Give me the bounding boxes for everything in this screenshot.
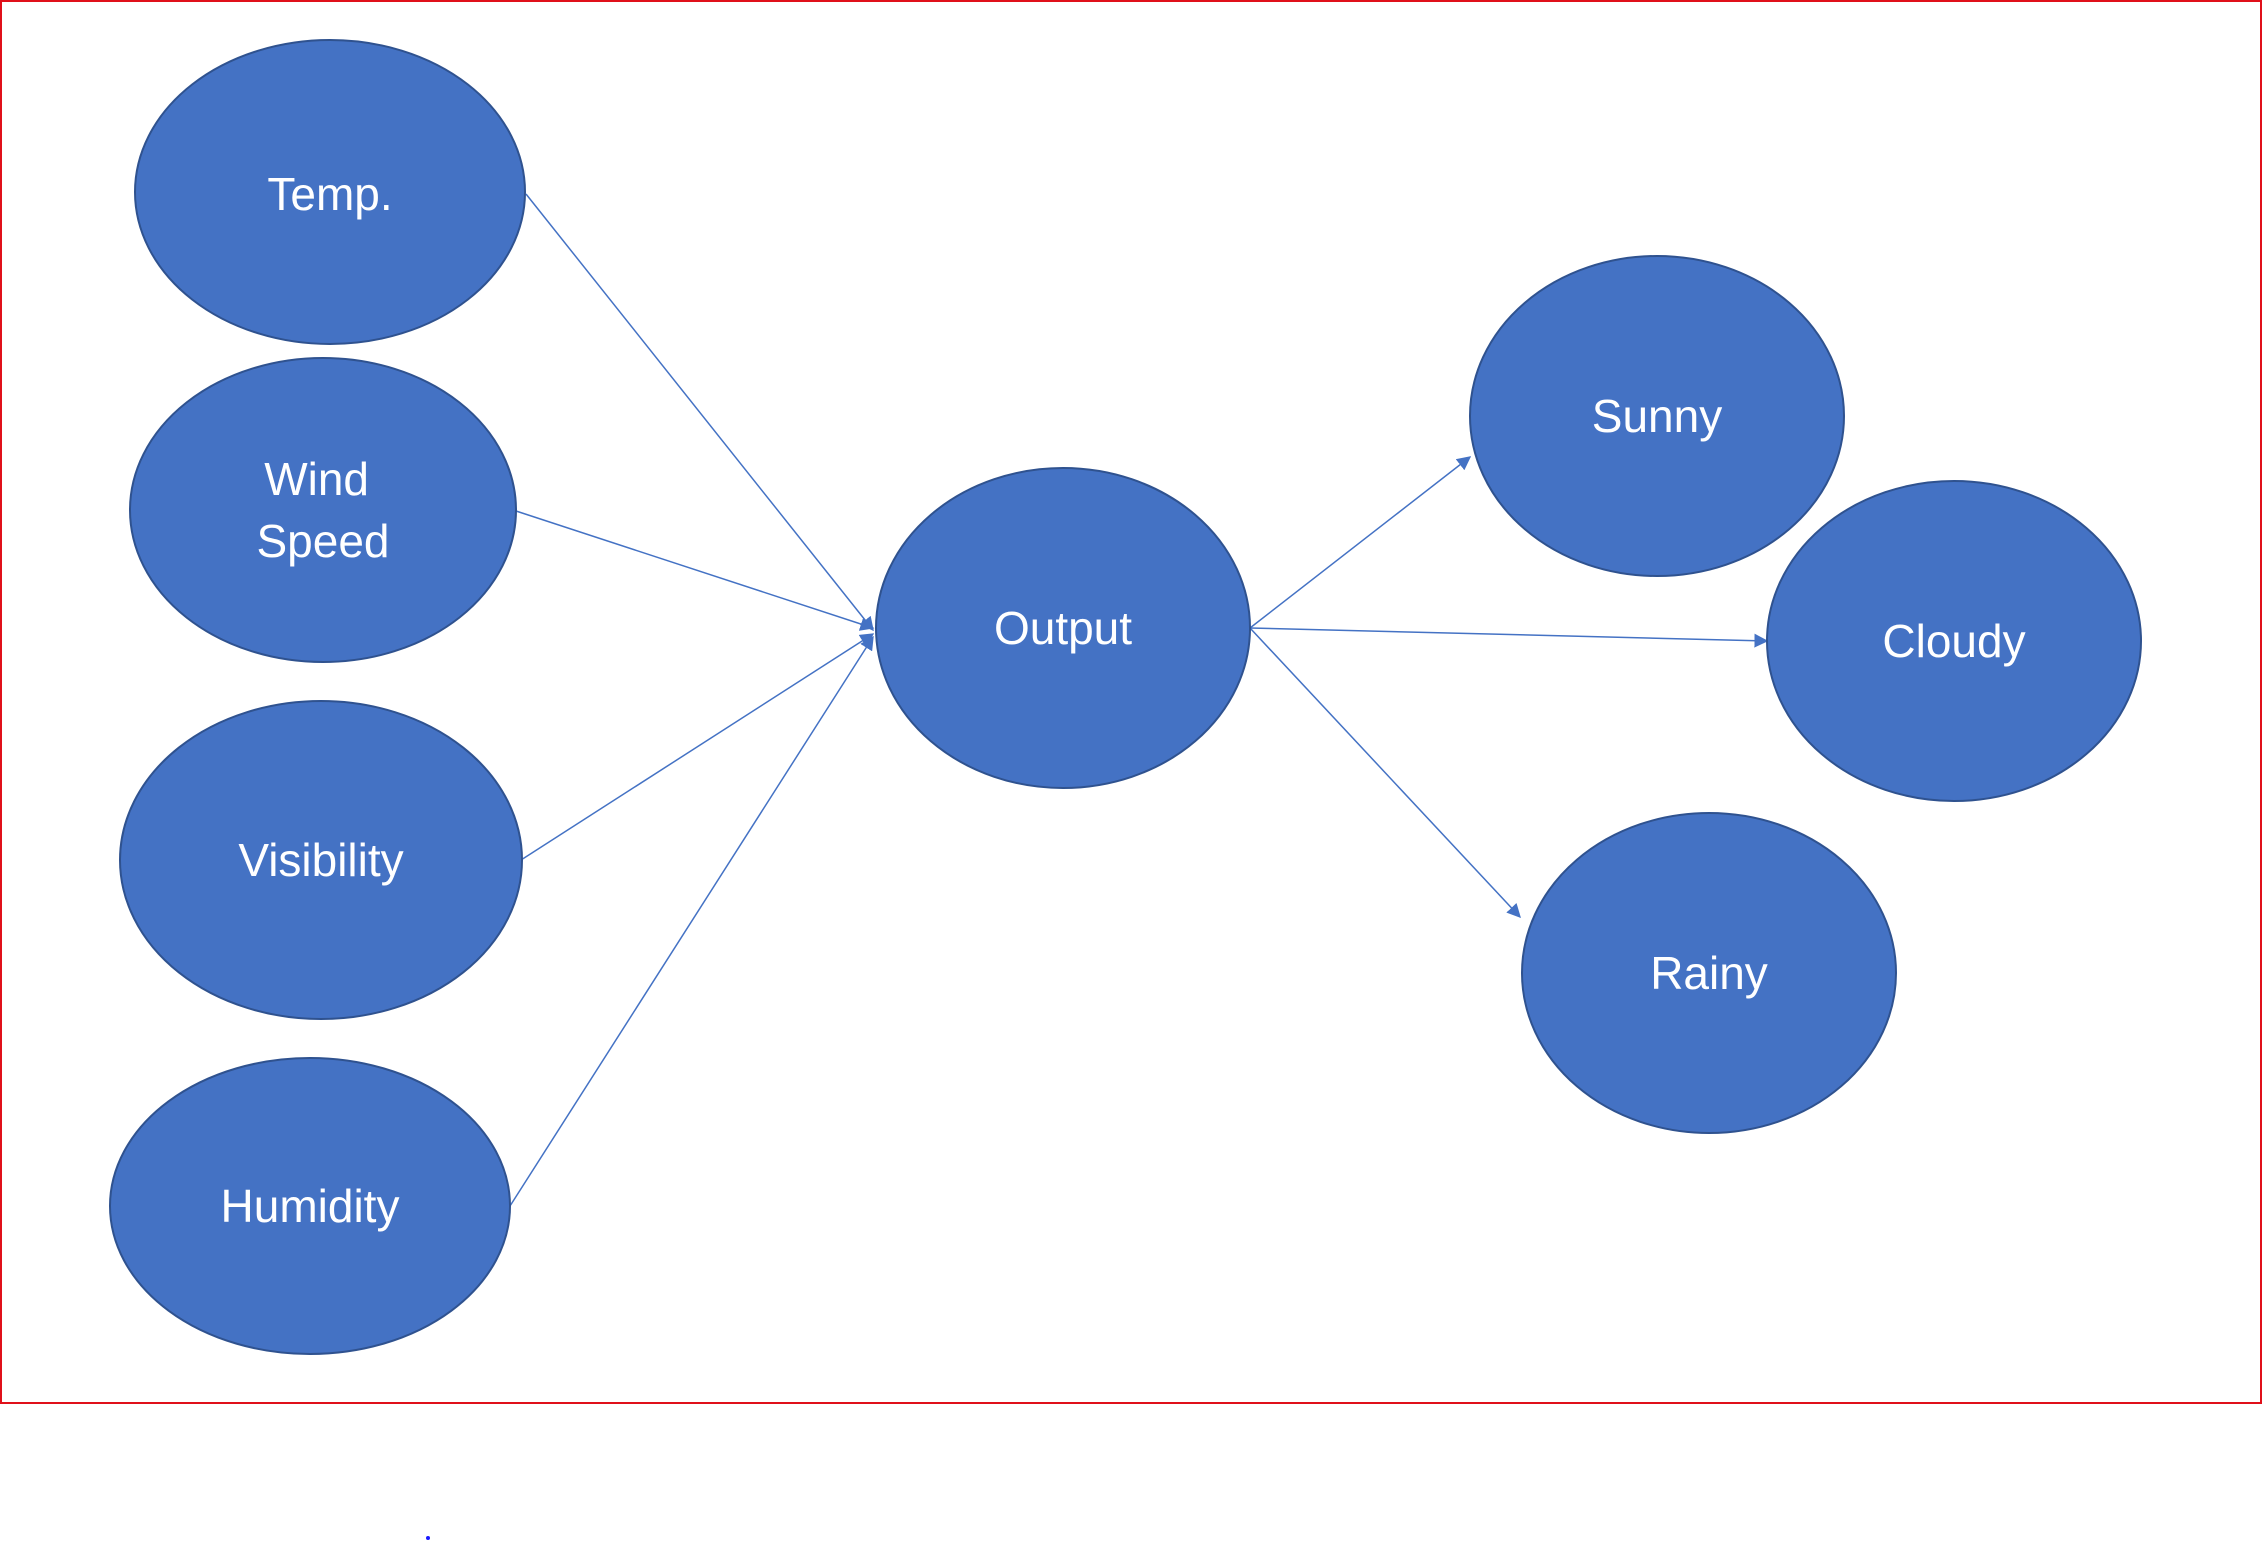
node-wind-speed-label-line-2: Speed bbox=[256, 515, 389, 567]
node-visibility-ellipse bbox=[119, 700, 523, 1020]
node-wind-speed-label-line-1: Wind bbox=[264, 453, 369, 505]
node-visibility: Visibility bbox=[119, 700, 523, 1020]
stray-dot bbox=[426, 1536, 430, 1540]
node-output: Output bbox=[875, 467, 1251, 789]
edge-output-to-sunny bbox=[1249, 456, 1472, 629]
edges bbox=[509, 193, 1769, 1207]
node-temp: Temp. bbox=[134, 39, 526, 345]
node-humidity-label: Humidity bbox=[221, 1180, 400, 1232]
node-cloudy: Cloudy bbox=[1766, 480, 2142, 802]
edge-output-to-cloudy bbox=[1249, 627, 1769, 648]
node-wind-speed-label: Wind Speed bbox=[256, 453, 389, 567]
node-sunny-ellipse bbox=[1469, 255, 1845, 577]
node-visibility-label: Visibility bbox=[238, 834, 403, 886]
node-humidity-ellipse bbox=[109, 1057, 511, 1355]
edge-humidity-to-output bbox=[509, 635, 874, 1207]
node-wind-speed-ellipse bbox=[129, 357, 517, 663]
node-cloudy-label: Cloudy bbox=[1882, 615, 2025, 667]
node-sunny-label: Sunny bbox=[1592, 390, 1722, 442]
edge-wind-to-output bbox=[515, 510, 875, 631]
node-wind-speed: Wind Speed bbox=[129, 357, 517, 663]
edge-temp-to-output bbox=[525, 193, 874, 632]
node-output-label: Output bbox=[994, 602, 1132, 654]
edge-output-to-rainy bbox=[1249, 627, 1521, 919]
node-humidity: Humidity bbox=[109, 1057, 511, 1355]
node-rainy-ellipse bbox=[1521, 812, 1897, 1134]
node-output-ellipse bbox=[875, 467, 1251, 789]
node-rainy-label: Rainy bbox=[1650, 947, 1768, 999]
node-rainy: Rainy bbox=[1521, 812, 1897, 1134]
node-sunny: Sunny bbox=[1469, 255, 1845, 577]
node-cloudy-ellipse bbox=[1766, 480, 2142, 802]
diagram-frame bbox=[0, 0, 2262, 1404]
node-temp-label: Temp. bbox=[267, 168, 392, 220]
node-temp-ellipse bbox=[134, 39, 526, 345]
edge-visibility-to-output bbox=[520, 633, 875, 861]
